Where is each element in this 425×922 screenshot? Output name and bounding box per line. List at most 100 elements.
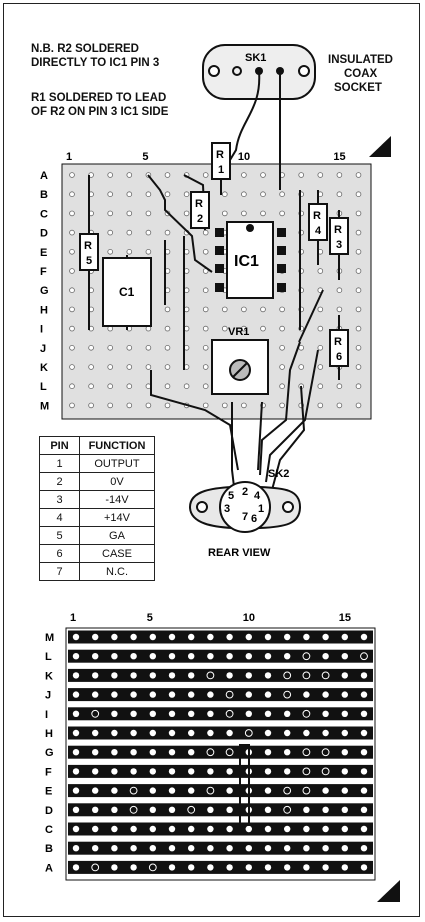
board-hole bbox=[317, 172, 324, 178]
board-hole bbox=[260, 306, 266, 313]
board-hole bbox=[145, 249, 152, 255]
column-number: 1 bbox=[70, 612, 76, 624]
board-hole bbox=[88, 383, 94, 390]
board-hole bbox=[341, 691, 348, 698]
column-number: 15 bbox=[339, 612, 351, 624]
board-hole bbox=[69, 191, 75, 198]
board-hole bbox=[111, 749, 118, 756]
board-hole bbox=[164, 402, 171, 409]
board-hole bbox=[69, 383, 75, 390]
board-hole bbox=[107, 344, 113, 351]
board-hole bbox=[111, 710, 118, 717]
svg-text:7: 7 bbox=[242, 511, 248, 523]
board-hole bbox=[72, 864, 80, 871]
board-hole bbox=[284, 768, 291, 775]
board-hole bbox=[322, 825, 329, 833]
copper-strip bbox=[68, 630, 373, 644]
board-hole bbox=[130, 825, 137, 833]
board-hole bbox=[107, 210, 113, 217]
board-hole bbox=[341, 768, 348, 775]
svg-text:R: R bbox=[216, 149, 224, 161]
board-hole bbox=[360, 633, 368, 641]
bottom-board-holes bbox=[72, 633, 368, 872]
board-hole bbox=[360, 864, 368, 871]
board-hole bbox=[355, 210, 362, 217]
bottom-copper-strips bbox=[68, 630, 373, 874]
board-hole bbox=[202, 229, 209, 236]
row-letter: A bbox=[40, 170, 48, 182]
board-hole bbox=[341, 806, 348, 813]
function-header: FUNCTION bbox=[79, 436, 155, 455]
board-hole bbox=[188, 787, 195, 794]
board-hole bbox=[264, 633, 272, 641]
svg-text:R: R bbox=[195, 198, 203, 210]
board-hole bbox=[168, 768, 176, 775]
board-hole bbox=[107, 172, 113, 178]
board-hole bbox=[355, 249, 362, 255]
board-hole bbox=[226, 729, 233, 737]
coax-socket-sk1: SK1 bbox=[202, 44, 316, 100]
board-hole bbox=[92, 672, 99, 679]
svg-text:1: 1 bbox=[218, 164, 224, 176]
board-hole bbox=[226, 864, 233, 871]
row-letter: M bbox=[40, 400, 49, 412]
board-hole bbox=[355, 364, 362, 370]
board-hole bbox=[126, 344, 133, 351]
copper-strip bbox=[68, 745, 373, 759]
board-hole bbox=[360, 691, 368, 698]
board-hole bbox=[317, 402, 324, 409]
board-hole bbox=[360, 749, 368, 756]
board-hole bbox=[264, 653, 272, 660]
board-hole bbox=[279, 210, 285, 217]
board-hole bbox=[188, 633, 195, 641]
board-hole bbox=[149, 710, 156, 717]
board-hole bbox=[355, 383, 362, 390]
board-hole bbox=[279, 383, 285, 390]
board-hole bbox=[341, 729, 348, 737]
pin-header: PIN bbox=[39, 436, 80, 455]
board-hole bbox=[126, 249, 133, 255]
board-hole bbox=[226, 845, 233, 852]
board-hole bbox=[188, 768, 195, 775]
board-hole bbox=[245, 633, 252, 641]
board-hole bbox=[241, 325, 247, 332]
board-hole bbox=[245, 845, 252, 852]
board-hole bbox=[226, 787, 233, 794]
note-r2-line1: N.B. R2 SOLDERED bbox=[31, 43, 139, 55]
solder-joint bbox=[302, 652, 311, 661]
svg-text:2: 2 bbox=[242, 486, 248, 498]
board-hole bbox=[207, 825, 214, 833]
board-hole bbox=[207, 845, 214, 852]
svg-text:R: R bbox=[84, 240, 92, 252]
board-hole bbox=[241, 191, 247, 198]
board-hole bbox=[130, 749, 137, 756]
board-hole bbox=[322, 633, 329, 641]
board-hole bbox=[164, 364, 171, 370]
board-hole bbox=[202, 172, 209, 178]
coax-caption-line1: INSULATED bbox=[328, 54, 393, 66]
board-hole bbox=[149, 768, 156, 775]
board-hole bbox=[207, 864, 214, 871]
board-hole bbox=[72, 691, 80, 698]
copper-strip bbox=[68, 784, 373, 798]
solder-joint bbox=[244, 729, 253, 737]
board-hole bbox=[168, 633, 176, 641]
board-hole bbox=[92, 633, 99, 641]
svg-text:4: 4 bbox=[315, 225, 322, 237]
svg-text:3: 3 bbox=[224, 503, 230, 515]
board-hole bbox=[317, 364, 324, 370]
board-hole bbox=[130, 864, 137, 871]
board-hole bbox=[360, 729, 368, 737]
track-cut-group bbox=[239, 744, 250, 826]
solder-joint bbox=[206, 748, 215, 757]
board-hole bbox=[207, 633, 214, 641]
copper-strip bbox=[68, 726, 373, 740]
row-letter: F bbox=[40, 266, 47, 278]
board-hole bbox=[202, 249, 209, 255]
board-hole bbox=[322, 864, 329, 871]
solder-joint bbox=[91, 863, 100, 872]
board-hole bbox=[279, 364, 285, 370]
row-letter: B bbox=[45, 843, 53, 855]
resistor-r6: R6 bbox=[329, 329, 349, 367]
board-hole bbox=[355, 268, 362, 274]
